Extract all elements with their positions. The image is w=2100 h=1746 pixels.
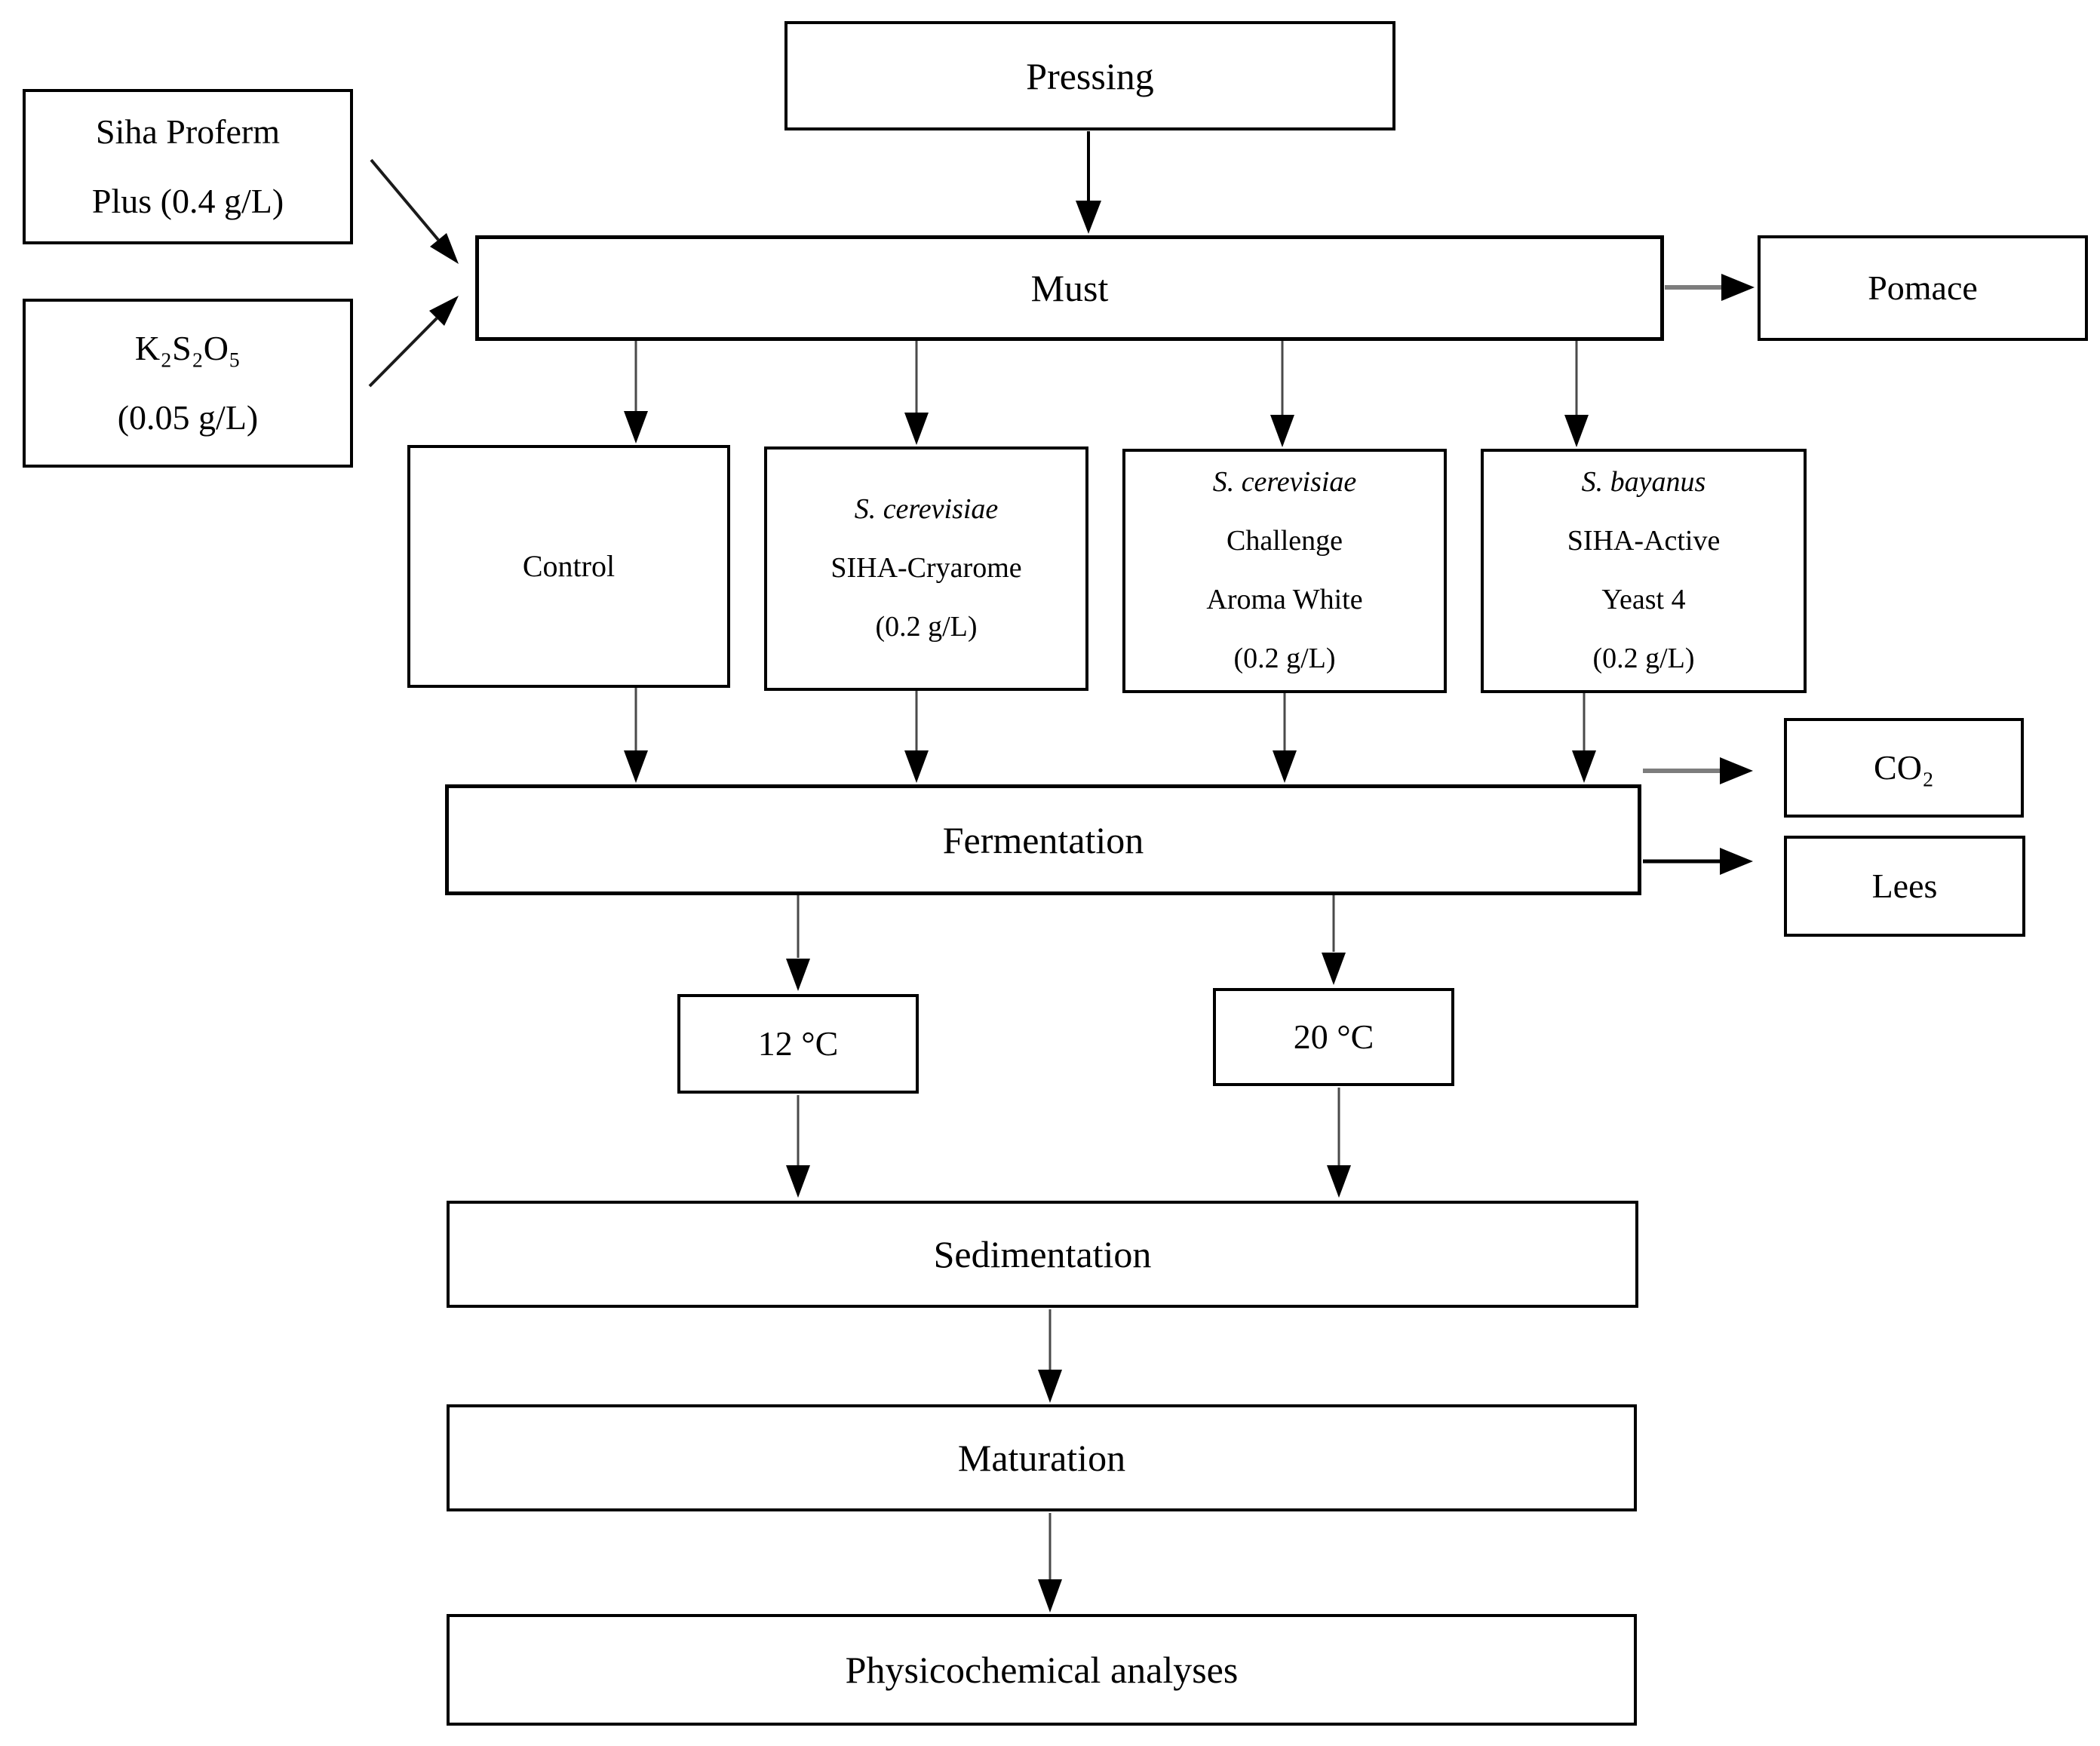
temp-12c-box: 12 °C — [677, 994, 919, 1094]
arrow-must-to-pomace — [1665, 274, 1755, 301]
temp-12c-label: 12 °C — [757, 1024, 839, 1063]
bayanus-name-line2: Yeast 4 — [1601, 584, 1686, 615]
physicochemical-analyses-box: Physicochemical analyses — [447, 1614, 1637, 1726]
must-box: Must — [475, 235, 1664, 341]
k2s2o5-dose: (0.05 g/L) — [117, 398, 259, 437]
cryarome-name: SIHA-Cryarome — [830, 552, 1022, 585]
control-label: Control — [522, 549, 616, 583]
arrow-pressing-to-must — [1076, 131, 1101, 234]
arrow-fermentation-to-12c — [786, 895, 810, 991]
co2-box: CO₂ — [1784, 718, 2024, 818]
arrow-maturation-to-analyses — [1038, 1513, 1062, 1613]
pressing-box: Pressing — [784, 21, 1395, 130]
arrow-siha-to-must — [370, 158, 459, 264]
fermentation-box: Fermentation — [445, 784, 1641, 895]
cryarome-yeast-box: S. cerevisiae SIHA-Cryarome (0.2 g/L) — [764, 446, 1088, 691]
lees-box: Lees — [1784, 836, 2025, 937]
k2s2o5-formula: K₂S₂O₅ — [134, 329, 241, 367]
arrow-fermentation-to-20c — [1322, 895, 1346, 985]
arrow-cryarome-to-fermentation — [904, 691, 929, 783]
arrow-12c-to-sedimentation — [786, 1095, 810, 1198]
pomace-box: Pomace — [1758, 235, 2088, 341]
siha-proferm-line1: Siha Proferm — [95, 112, 280, 151]
challenge-yeast-box: S. cerevisiae Challenge Aroma White (0.2… — [1122, 449, 1447, 693]
maturation-label: Maturation — [957, 1437, 1126, 1479]
sedimentation-box: Sedimentation — [447, 1201, 1638, 1308]
bayanus-name-line1: SIHA-Active — [1567, 525, 1721, 557]
arrow-must-to-bayanus — [1564, 341, 1589, 447]
lees-label: Lees — [1871, 867, 1938, 905]
bayanus-species: S. bayanus — [1581, 466, 1706, 499]
arrow-sedimentation-to-maturation — [1038, 1309, 1062, 1403]
physicochemical-analyses-label: Physicochemical analyses — [845, 1649, 1239, 1691]
arrow-control-to-fermentation — [624, 688, 648, 783]
arrow-challenge-to-fermentation — [1273, 693, 1297, 783]
fermentation-label: Fermentation — [942, 818, 1144, 861]
maturation-box: Maturation — [447, 1404, 1637, 1511]
cryarome-species: S. cerevisiae — [854, 493, 999, 526]
temp-20c-label: 20 °C — [1293, 1017, 1374, 1056]
pomace-label: Pomace — [1868, 268, 1978, 307]
arrow-must-to-challenge — [1270, 341, 1294, 447]
challenge-name-line2: Aroma White — [1206, 584, 1363, 615]
temp-20c-box: 20 °C — [1213, 988, 1454, 1086]
must-label: Must — [1030, 267, 1109, 309]
arrow-bayanus-to-fermentation — [1572, 693, 1596, 783]
bayanus-yeast-box: S. bayanus SIHA-Active Yeast 4 (0.2 g/L) — [1481, 449, 1807, 693]
arrow-20c-to-sedimentation — [1327, 1088, 1351, 1198]
bayanus-dose: (0.2 g/L) — [1592, 642, 1695, 674]
k2s2o5-box: K₂S₂O₅ (0.05 g/L) — [23, 299, 353, 468]
challenge-name-line1: Challenge — [1226, 525, 1343, 557]
arrow-must-to-cryarome — [904, 341, 929, 445]
challenge-species: S. cerevisiae — [1212, 466, 1357, 499]
siha-proferm-line2: Plus (0.4 g/L) — [91, 182, 284, 220]
cryarome-dose: (0.2 g/L) — [875, 610, 978, 643]
arrow-must-to-control — [624, 341, 648, 443]
challenge-dose: (0.2 g/L) — [1233, 642, 1336, 674]
arrow-fermentation-to-lees — [1643, 848, 1753, 875]
pressing-label: Pressing — [1026, 54, 1154, 97]
arrow-fermentation-to-co2 — [1643, 757, 1753, 784]
control-box: Control — [407, 445, 730, 688]
co2-label: CO₂ — [1874, 748, 1934, 787]
siha-proferm-box: Siha Proferm Plus (0.4 g/L) — [23, 89, 353, 244]
sedimentation-label: Sedimentation — [933, 1233, 1152, 1275]
arrow-k2s2o5-to-must — [368, 296, 459, 388]
